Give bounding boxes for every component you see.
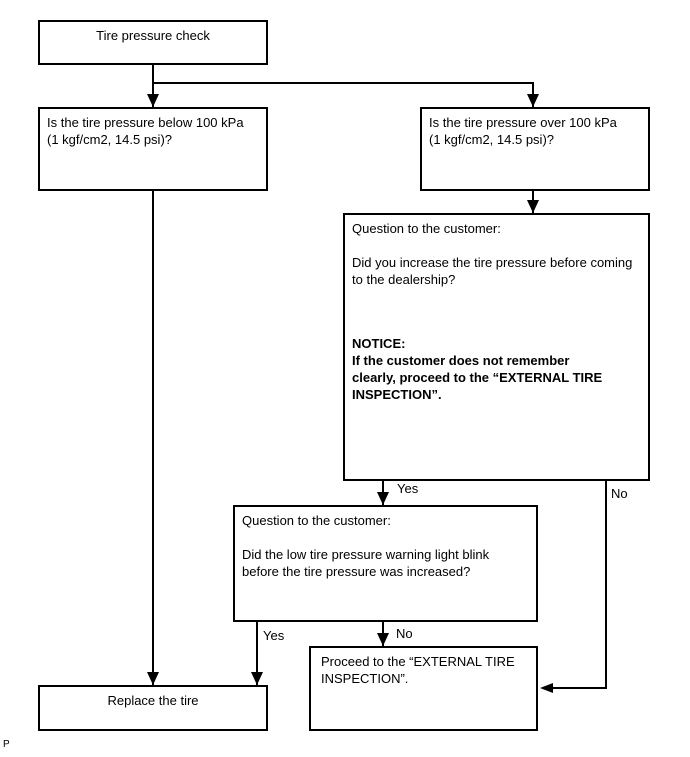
flowchart-box-pressure-over: Is the tire pressure over 100 kPa (1 kgf… <box>420 107 650 191</box>
label-yes-increase: Yes <box>396 481 420 496</box>
arrow-down-into-ask-increase-icon <box>527 200 539 213</box>
connector-no-vertical <box>605 481 607 689</box>
box-pressure-over-text: Is the tire pressure over 100 kPa (1 kgf… <box>429 115 617 147</box>
label-yes-warning: Yes <box>262 628 286 643</box>
flowchart-box-pressure-below: Is the tire pressure below 100 kPa (1 kg… <box>38 107 268 191</box>
flowchart-box-ask-warning-light: Question to the customer: Did the low ti… <box>233 505 538 622</box>
flowchart-box-proceed-external: Proceed to the “EXTERNAL TIRE INSPECTION… <box>309 646 538 731</box>
connector-branch-horizontal <box>152 82 534 84</box>
connector-below-to-replace <box>152 190 154 685</box>
box-pressure-below-text: Is the tire pressure below 100 kPa (1 kg… <box>47 115 244 147</box>
box-start-text: Tire pressure check <box>96 28 210 43</box>
label-no-warning: No <box>395 626 414 641</box>
flowchart-box-replace-tire: Replace the tire <box>38 685 268 731</box>
box-ask-increase-text: Question to the customer: Did you increa… <box>352 221 633 287</box>
label-no-increase: No <box>610 486 629 501</box>
arrow-down-into-replace-left-icon <box>147 672 159 685</box>
arrow-down-into-replace-right-icon <box>251 672 263 685</box>
connector-no-to-proceed <box>548 687 607 689</box>
page-marker: P <box>3 739 10 750</box>
box-ask-warning-light-text: Question to the customer: Did the low ti… <box>242 513 490 579</box>
connector-start-to-below <box>152 65 154 107</box>
arrow-down-into-ask-warning-icon <box>377 492 389 505</box>
connector-yes-to-replace <box>256 622 258 685</box>
arrow-down-into-over-icon <box>527 94 539 107</box>
arrow-down-into-proceed-icon <box>377 633 389 646</box>
box-proceed-external-text: Proceed to the “EXTERNAL TIRE INSPECTION… <box>321 654 515 686</box>
flowchart-box-start: Tire pressure check <box>38 20 268 65</box>
box-replace-tire-text: Replace the tire <box>107 693 199 708</box>
arrow-down-into-below-icon <box>147 94 159 107</box>
arrow-left-into-proceed-icon <box>540 683 553 693</box>
box-ask-increase-notice: NOTICE: If the customer does not remembe… <box>352 336 603 402</box>
flowchart-box-ask-increase: Question to the customer: Did you increa… <box>343 213 650 481</box>
